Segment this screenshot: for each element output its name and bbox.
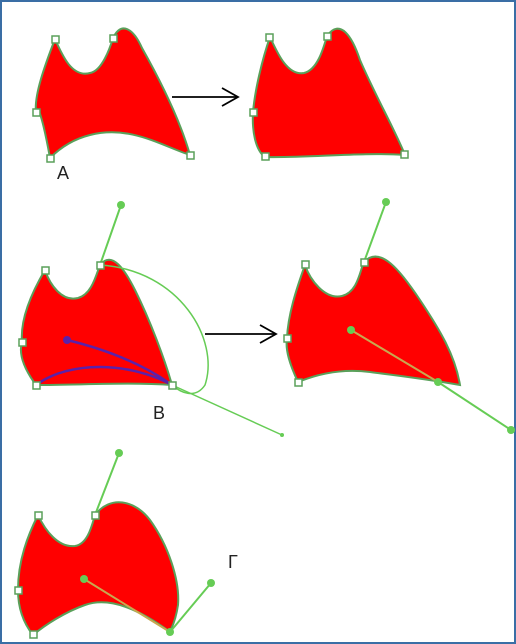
vertex[interactable] [51,35,60,44]
g-handle-line-bottom [169,582,212,633]
shape-b-result-vertices [283,258,369,387]
purple-curve-upper [66,338,173,387]
label-b: В [153,403,166,423]
result-handle-line-bottom [437,381,512,431]
vertex[interactable] [265,33,274,42]
green-ellipse-guide [99,264,209,395]
vertex[interactable] [323,32,332,41]
vertex[interactable] [41,266,50,275]
purple-curve-lower [35,365,173,387]
shape-g-vertices [14,511,100,639]
handle-bottom[interactable] [280,433,284,437]
g-handle-line-top [94,452,120,516]
g-handle-top[interactable] [115,449,123,457]
label-g: Г [228,552,238,572]
vertex[interactable] [400,150,409,159]
vertex[interactable] [14,586,23,595]
vertex[interactable] [32,108,41,117]
vertex[interactable] [186,151,195,160]
purple-control-point[interactable] [63,336,71,344]
shape-a-result-vertices [249,32,409,161]
vertex[interactable] [168,381,177,390]
vertex[interactable] [18,338,27,347]
arrow-right-1 [172,87,240,107]
arrow-right-2 [205,324,278,344]
g-anchor-bottom[interactable] [166,628,174,636]
g-inner-handle[interactable] [80,575,88,583]
result-handle-top[interactable] [382,198,390,206]
vertex[interactable] [360,258,369,267]
vertex[interactable] [46,154,55,163]
vertex[interactable] [261,152,270,161]
shape-g [16,501,180,637]
label-a: А [57,163,70,183]
vertex[interactable] [29,630,38,639]
vertex[interactable] [294,378,303,387]
vertex[interactable] [283,334,292,343]
vertex[interactable] [96,261,105,270]
result-anchor-bottom[interactable] [434,378,442,386]
vertex[interactable] [34,511,43,520]
vertex[interactable] [91,511,100,520]
shape-b-vertices [18,261,177,390]
handle-line-bottom [171,384,283,436]
result-handle-bottom[interactable] [507,426,515,434]
vertex[interactable] [301,260,310,269]
result-inner-handle[interactable] [347,326,355,334]
handle-top[interactable] [117,201,125,209]
vertex[interactable] [32,381,41,390]
shape-b-result [285,255,462,387]
shape-a-original [34,27,192,161]
vertex[interactable] [249,108,258,117]
result-inner-handle-line [350,329,439,383]
handle-line-top [99,204,122,266]
shape-b-original [19,258,174,387]
result-handle-line-top [363,201,387,263]
g-handle-bottom[interactable] [207,579,215,587]
g-inner-handle-line [83,578,171,633]
shape-a-vertices [32,34,195,163]
shape-a-result [251,27,407,159]
vertex[interactable] [109,34,118,43]
